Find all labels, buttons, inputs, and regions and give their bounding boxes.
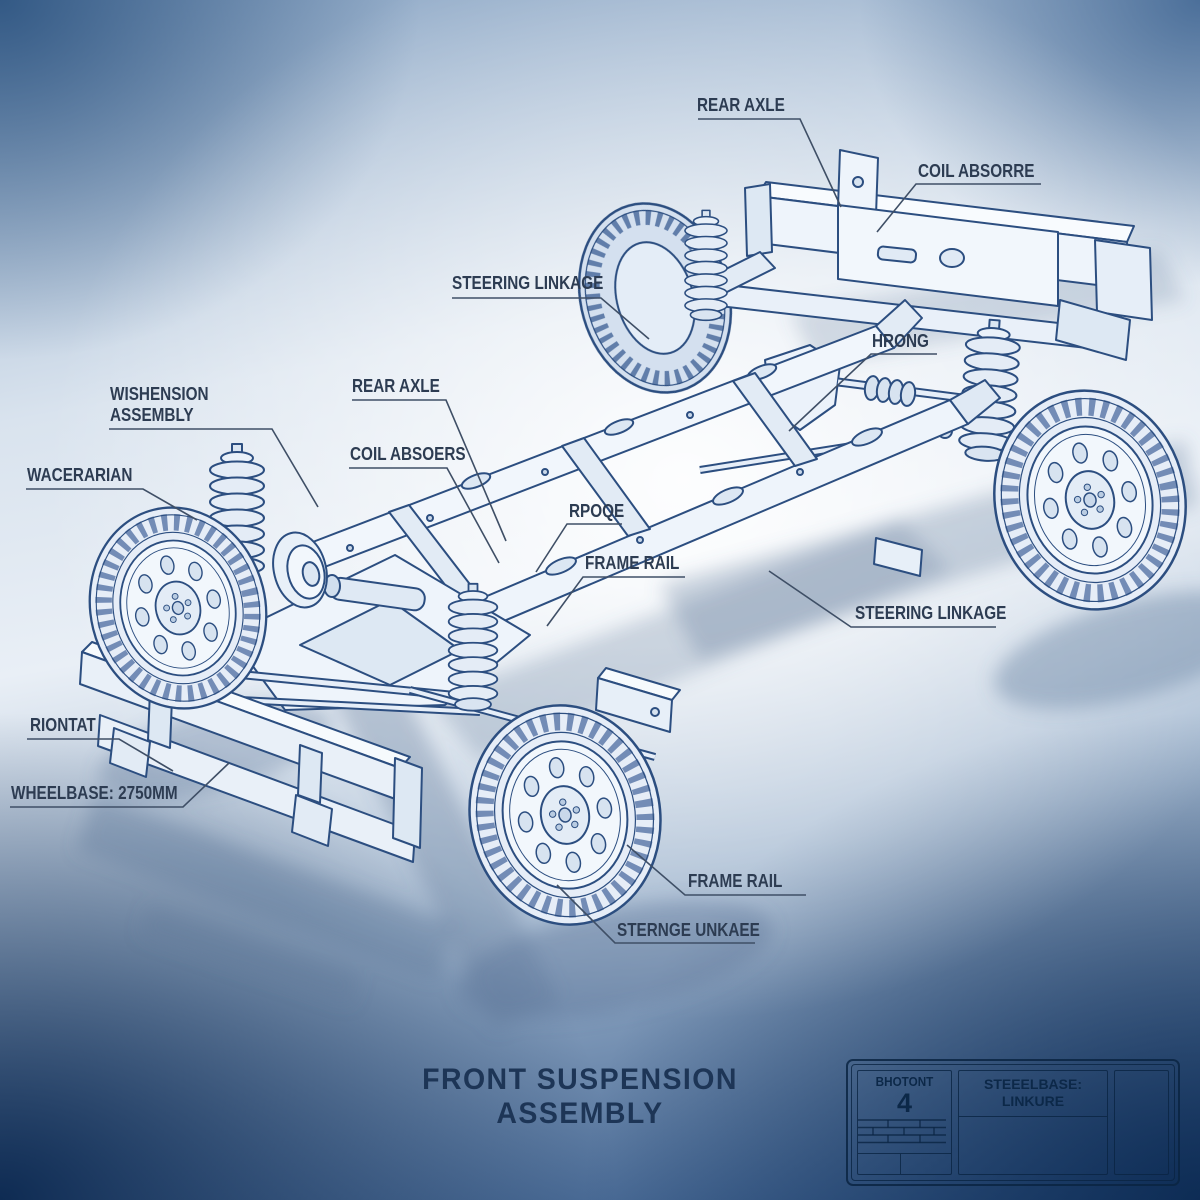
- label-frame-rail-mid: FRAME RAIL: [585, 553, 680, 573]
- title-block: BHOTONT 4: [846, 1059, 1180, 1186]
- label-wacerarian: WACERARIAN: [27, 465, 133, 485]
- label-wheelbase: WHEELBASE: 2750MM: [11, 783, 178, 803]
- title-block-inner: BHOTONT 4: [851, 1064, 1175, 1181]
- spec-empty-area: [959, 1117, 1107, 1174]
- coil-spring-rear-left: [684, 209, 728, 322]
- label-wishension-assembly: WISHENSION ASSEMBLY: [110, 384, 209, 425]
- brick-hatch: [858, 1119, 951, 1153]
- label-steering-linkage-right: STEERING LINKAGE: [855, 603, 1007, 623]
- label-steering-linkage-top: STEERING LINKAGE: [452, 273, 604, 293]
- frame-brackets: [595, 537, 923, 733]
- frame-rails: [304, 299, 1001, 661]
- label-rpoqe: RPOQE: [569, 501, 625, 521]
- subcell-right: [901, 1154, 951, 1174]
- label-sternge-unkaee: STERNGE UNKAEE: [617, 920, 760, 940]
- title-block-part-cell: BHOTONT 4: [857, 1070, 952, 1175]
- label-rear-axle-mid: REAR AXLE: [352, 376, 440, 396]
- title-block-subcells: [858, 1153, 951, 1174]
- front-suspension: [214, 531, 657, 761]
- coil-spring-front-mid: [447, 582, 499, 712]
- label-riontat: RIONTAT: [30, 715, 96, 735]
- label-coil-absorre: COIL ABSORRE: [918, 161, 1035, 181]
- label-coil-absoers: COIL ABSOERS: [350, 444, 466, 464]
- part-number: 4: [896, 1088, 913, 1118]
- diagram-title: FRONT SUSPENSION ASSEMBLY: [422, 1063, 738, 1130]
- subcell-left: [858, 1154, 901, 1174]
- label-hrong: HRONG: [872, 331, 929, 351]
- label-rear-axle-top: REAR AXLE: [697, 95, 785, 115]
- label-frame-rail-bottom: FRAME RAIL: [688, 871, 783, 891]
- chassis-drawing: [69, 149, 1200, 940]
- title-block-revision-cell: [1114, 1070, 1169, 1175]
- leader-lines: [10, 118, 1041, 944]
- title-block-spec-cell: STEEELBASE: LINKURE: [958, 1070, 1108, 1175]
- part-name: BHOTONT: [875, 1074, 934, 1089]
- spec-text: STEEELBASE: LINKURE: [959, 1071, 1107, 1117]
